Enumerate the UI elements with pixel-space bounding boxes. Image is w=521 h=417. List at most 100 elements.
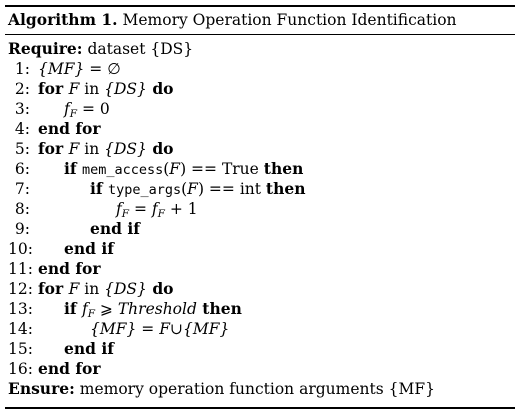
algorithm-step: 2: for F in {DS} do [8, 79, 174, 99]
line-number: 2: [14, 80, 30, 98]
expression: in [79, 80, 105, 98]
expression: Threshold [117, 300, 197, 318]
keyword: if [64, 159, 82, 178]
subscript: F [157, 208, 165, 220]
algorithm-name: Memory Operation Function Identification [122, 11, 457, 29]
line-number: 6: [14, 160, 30, 178]
expression: = [136, 320, 160, 338]
algorithm-step: 10: end if [8, 239, 114, 259]
keyword: do [146, 139, 174, 158]
expression: {MF} [38, 60, 85, 78]
step-content: for F in {DS} do [38, 139, 174, 158]
expression: = 0 [77, 100, 110, 118]
expression: F [68, 140, 80, 158]
keyword: if [90, 179, 108, 198]
step-content: fF = 0 [38, 100, 110, 120]
step-content: {MF} = ∅ [38, 60, 121, 78]
expression: F [187, 180, 198, 198]
expression: F [169, 160, 181, 178]
expression: {DS} [104, 280, 147, 298]
subscript: F [87, 308, 95, 320]
algorithm-step: 6: if mem_access(F) == True then [8, 159, 303, 179]
expression: f [64, 100, 70, 118]
keyword: then [265, 179, 306, 198]
algorithm-step: 5: for F in {DS} do [8, 139, 174, 159]
step-content: end for [38, 259, 101, 278]
keyword: end for [38, 359, 101, 378]
step-content: if mem_access(F) == True then [38, 159, 304, 178]
expression: f [81, 300, 88, 318]
line-number: 14: [8, 320, 33, 338]
subscript: F [121, 208, 130, 220]
line-number: 12: [8, 280, 33, 298]
keyword: end if [90, 219, 140, 238]
expression: {DS} [104, 80, 147, 98]
line-number: 16: [8, 360, 33, 378]
algorithm-step: 8:fF = fF + 1 [8, 199, 198, 219]
expression: F [68, 280, 80, 298]
keyword: end if [64, 239, 114, 258]
function-name: mem_access [81, 162, 164, 178]
step-content: end for [38, 359, 101, 378]
keyword: for [38, 79, 69, 98]
keyword: end if [64, 339, 114, 358]
line-number: 7: [14, 180, 30, 198]
step-content: for F in {DS} do [38, 79, 174, 98]
algorithm-step: 14:{MF} = F∪{MF} [8, 319, 229, 339]
expression: in [79, 140, 105, 158]
expression: F [68, 80, 80, 98]
keyword: if [64, 299, 82, 318]
expression: ⩾ [95, 300, 118, 318]
title-rule [5, 34, 515, 35]
line-number: 11: [8, 260, 33, 278]
expression: ( [163, 160, 170, 178]
step-content: {MF} = F∪{MF} [38, 320, 229, 338]
top-rule [5, 5, 515, 7]
expression: {DS} [104, 140, 147, 158]
step-content: end if [38, 239, 114, 258]
expression: ( [181, 180, 188, 198]
keyword: end for [38, 259, 101, 278]
bottom-rule [5, 407, 515, 409]
expression: = [129, 200, 152, 218]
keyword: for [38, 139, 69, 158]
ensure-text: memory operation function arguments {MF} [79, 380, 435, 398]
expression: = ∅ [84, 60, 121, 78]
algorithm-step: 1: {MF} = ∅ [8, 59, 121, 79]
expression: + 1 [164, 200, 198, 218]
require-text: dataset {DS} [87, 40, 194, 58]
line-number: 15: [8, 340, 33, 358]
keyword: end for [38, 119, 101, 138]
algorithm-step: 15: end if [8, 339, 114, 359]
expression: F [159, 320, 170, 338]
step-content: end for [38, 119, 101, 138]
step-content: end if [38, 339, 114, 358]
subscript: F [69, 108, 78, 120]
algorithm-step: 4: end for [8, 119, 101, 139]
expression: ∪ [169, 320, 183, 338]
line-number: 8: [14, 200, 30, 218]
line-number: 4: [14, 120, 30, 138]
algorithm-label: Algorithm 1. [8, 10, 118, 29]
keyword: do [146, 79, 174, 98]
require-line: Require: dataset {DS} [8, 39, 193, 59]
expression: ) == True [180, 160, 264, 178]
keyword: then [263, 159, 304, 178]
algorithm-step: 12:for F in {DS} do [8, 279, 174, 299]
line-number: 10: [8, 240, 33, 258]
expression: ) == int [197, 180, 266, 198]
line-number: 5: [14, 140, 30, 158]
expression: f [116, 200, 122, 218]
algorithm-step: 16: end for [8, 359, 101, 379]
line-number: 9: [14, 220, 30, 238]
step-content: end if [38, 219, 140, 238]
algorithm-step: 9: end if [8, 219, 140, 239]
require-keyword: Require: [8, 39, 83, 58]
algorithm-step: 3: fF = 0 [8, 99, 110, 119]
expression: {MF} [90, 320, 137, 338]
line-number: 1: [14, 60, 30, 78]
algorithm-step: 7:if type_args(F) == int then [8, 179, 306, 199]
line-number: 3: [14, 100, 30, 118]
expression: f [151, 200, 158, 218]
ensure-keyword: Ensure: [8, 379, 75, 398]
